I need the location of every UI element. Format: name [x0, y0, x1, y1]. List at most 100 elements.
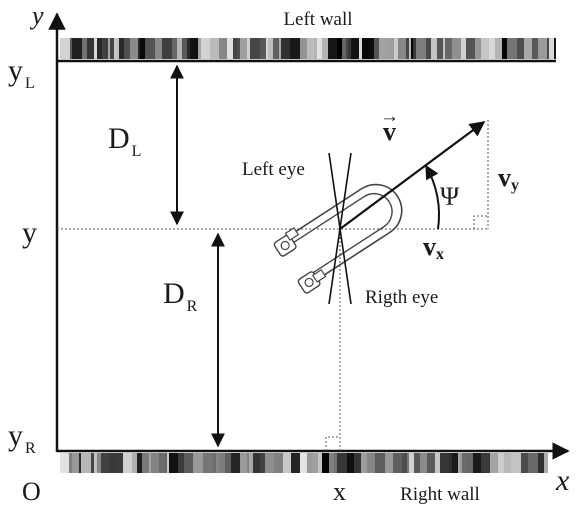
wall-stripe — [437, 38, 443, 59]
wall-stripe — [97, 38, 102, 59]
wall-stripe — [502, 38, 507, 59]
wall-stripe — [108, 38, 110, 59]
wall-stripe — [554, 38, 556, 59]
wall-stripe — [70, 38, 72, 59]
wall-stripe — [532, 38, 538, 59]
wall-stripe — [374, 38, 379, 59]
robot-wheel-right — [297, 268, 327, 294]
wall-stripe — [123, 453, 132, 473]
right-angle-x-marker — [325, 436, 340, 451]
wall-stripe — [260, 38, 266, 59]
wall-stripe — [367, 453, 375, 473]
wall-stripe — [379, 38, 389, 59]
wall-stripe — [97, 453, 101, 473]
wall-stripe — [322, 38, 328, 59]
wall-stripe — [416, 38, 426, 59]
robot-wheel-left — [273, 227, 300, 257]
right-eye-label: Rigth eye — [365, 287, 438, 308]
wall-stripe — [231, 453, 240, 473]
wall-stripe — [511, 453, 521, 473]
wall-stripe — [495, 38, 502, 59]
wall-stripe — [318, 453, 322, 473]
wall-stripe — [394, 38, 398, 59]
vy-main: v — [498, 163, 511, 192]
wall-stripe — [443, 38, 445, 59]
wall-stripe — [406, 38, 409, 59]
wall-stripe — [426, 38, 431, 59]
wall-stripe — [452, 38, 461, 59]
wall-stripe — [219, 453, 225, 473]
robot-body — [273, 183, 403, 294]
wall-stripe — [177, 38, 182, 59]
wall-stripe — [203, 453, 213, 473]
wall-stripe — [225, 453, 231, 473]
wall-stripe — [72, 38, 82, 59]
wall-stripe — [162, 38, 172, 59]
d-right-sub: R — [187, 298, 198, 315]
wall-stripe — [101, 453, 109, 473]
angle-label: Ψ — [440, 182, 460, 211]
wall-stripe — [132, 453, 137, 473]
wall-stripe — [427, 453, 435, 473]
wall-stripe — [291, 453, 300, 473]
velocity-main: v — [383, 117, 396, 146]
wall-stripe — [268, 38, 273, 59]
wall-stripe — [409, 453, 414, 473]
wall-stripe — [498, 453, 504, 473]
wall-stripe — [407, 453, 409, 473]
wall-stripe — [169, 453, 178, 473]
wall-stripe — [260, 453, 265, 473]
wall-stripe — [521, 453, 528, 473]
wall-stripe — [411, 38, 413, 59]
wall-stripe — [507, 38, 517, 59]
wall-stripe — [165, 453, 167, 473]
wall-stripe — [449, 453, 452, 473]
wall-stripe — [142, 453, 149, 473]
wall-stripe — [538, 453, 544, 473]
wall-stripe — [549, 38, 554, 59]
wall-stripe — [375, 453, 385, 473]
wall-stripe — [440, 453, 449, 473]
wall-stripe — [481, 38, 489, 59]
wall-stripe — [473, 453, 481, 473]
velocity-label: v — [383, 117, 396, 146]
wall-stripe — [115, 453, 123, 473]
wall-stripe — [393, 453, 402, 473]
wall-stripe — [322, 453, 329, 473]
wall-stripe — [145, 38, 155, 59]
wall-stripe — [466, 453, 473, 473]
x-axis-label: x — [555, 464, 570, 497]
wall-stripe — [210, 38, 219, 59]
wall-stripe — [273, 38, 279, 59]
wall-stripe — [466, 38, 475, 59]
wall-stripe — [102, 38, 108, 59]
wall-stripe — [137, 453, 142, 473]
wall-stripe — [82, 38, 87, 59]
wall-stripe — [361, 453, 367, 473]
wall-stripe — [300, 38, 307, 59]
wall-stripe — [60, 38, 70, 59]
wall-stripe — [274, 453, 283, 473]
wall-stripe — [342, 38, 346, 59]
wall-stripe — [462, 453, 466, 473]
wall-stripe — [114, 38, 116, 59]
wall-stripe — [359, 38, 362, 59]
wall-stripe — [369, 38, 374, 59]
y-left-sub: L — [25, 75, 35, 92]
wall-stripe — [281, 38, 290, 59]
wall-stripe — [409, 38, 411, 59]
wall-stripe — [94, 453, 97, 473]
wall-stripe — [240, 38, 247, 59]
wall-stripe — [524, 38, 532, 59]
wall-stripe — [247, 453, 249, 473]
wall-stripe — [517, 38, 524, 59]
wall-stripe — [337, 453, 347, 473]
wall-stripe — [329, 453, 334, 473]
wall-stripe — [348, 38, 351, 59]
wall-stripe — [198, 38, 201, 59]
wall-stripe — [227, 38, 233, 59]
wall-stripe — [201, 38, 210, 59]
